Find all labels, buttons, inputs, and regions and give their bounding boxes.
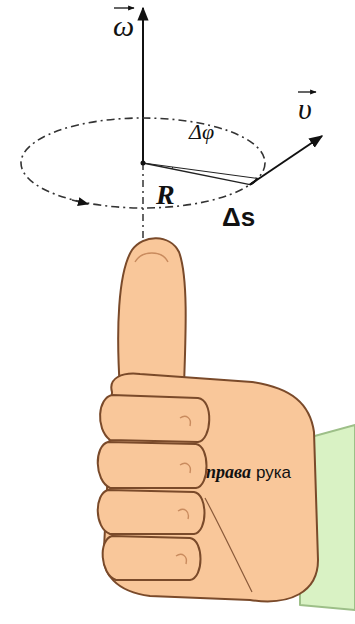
thumb xyxy=(118,238,186,390)
center-dot xyxy=(141,161,146,166)
radius-line xyxy=(143,163,258,178)
omega-label: ω xyxy=(113,11,134,41)
hand-label: права xyxy=(206,463,251,481)
vector-sign xyxy=(298,91,316,92)
omega-vector xyxy=(142,8,144,163)
hand-label: рука xyxy=(256,464,291,481)
vector-sign xyxy=(114,7,134,8)
orbit-direction-arrow xyxy=(72,200,88,204)
finger xyxy=(98,490,205,534)
finger xyxy=(100,395,209,442)
velocity-vector xyxy=(250,136,322,185)
right-hand xyxy=(98,238,355,610)
axis-line xyxy=(142,163,144,238)
arc-length-label: Δs xyxy=(222,204,255,230)
angle-arc xyxy=(172,167,174,169)
angle-label: Δφ xyxy=(189,121,214,143)
palm-crease xyxy=(205,498,252,592)
velocity-label: υ xyxy=(298,94,312,124)
finger xyxy=(98,442,207,488)
orbit-ellipse xyxy=(21,118,265,208)
radius-label: R xyxy=(156,181,175,209)
finger xyxy=(103,536,201,580)
